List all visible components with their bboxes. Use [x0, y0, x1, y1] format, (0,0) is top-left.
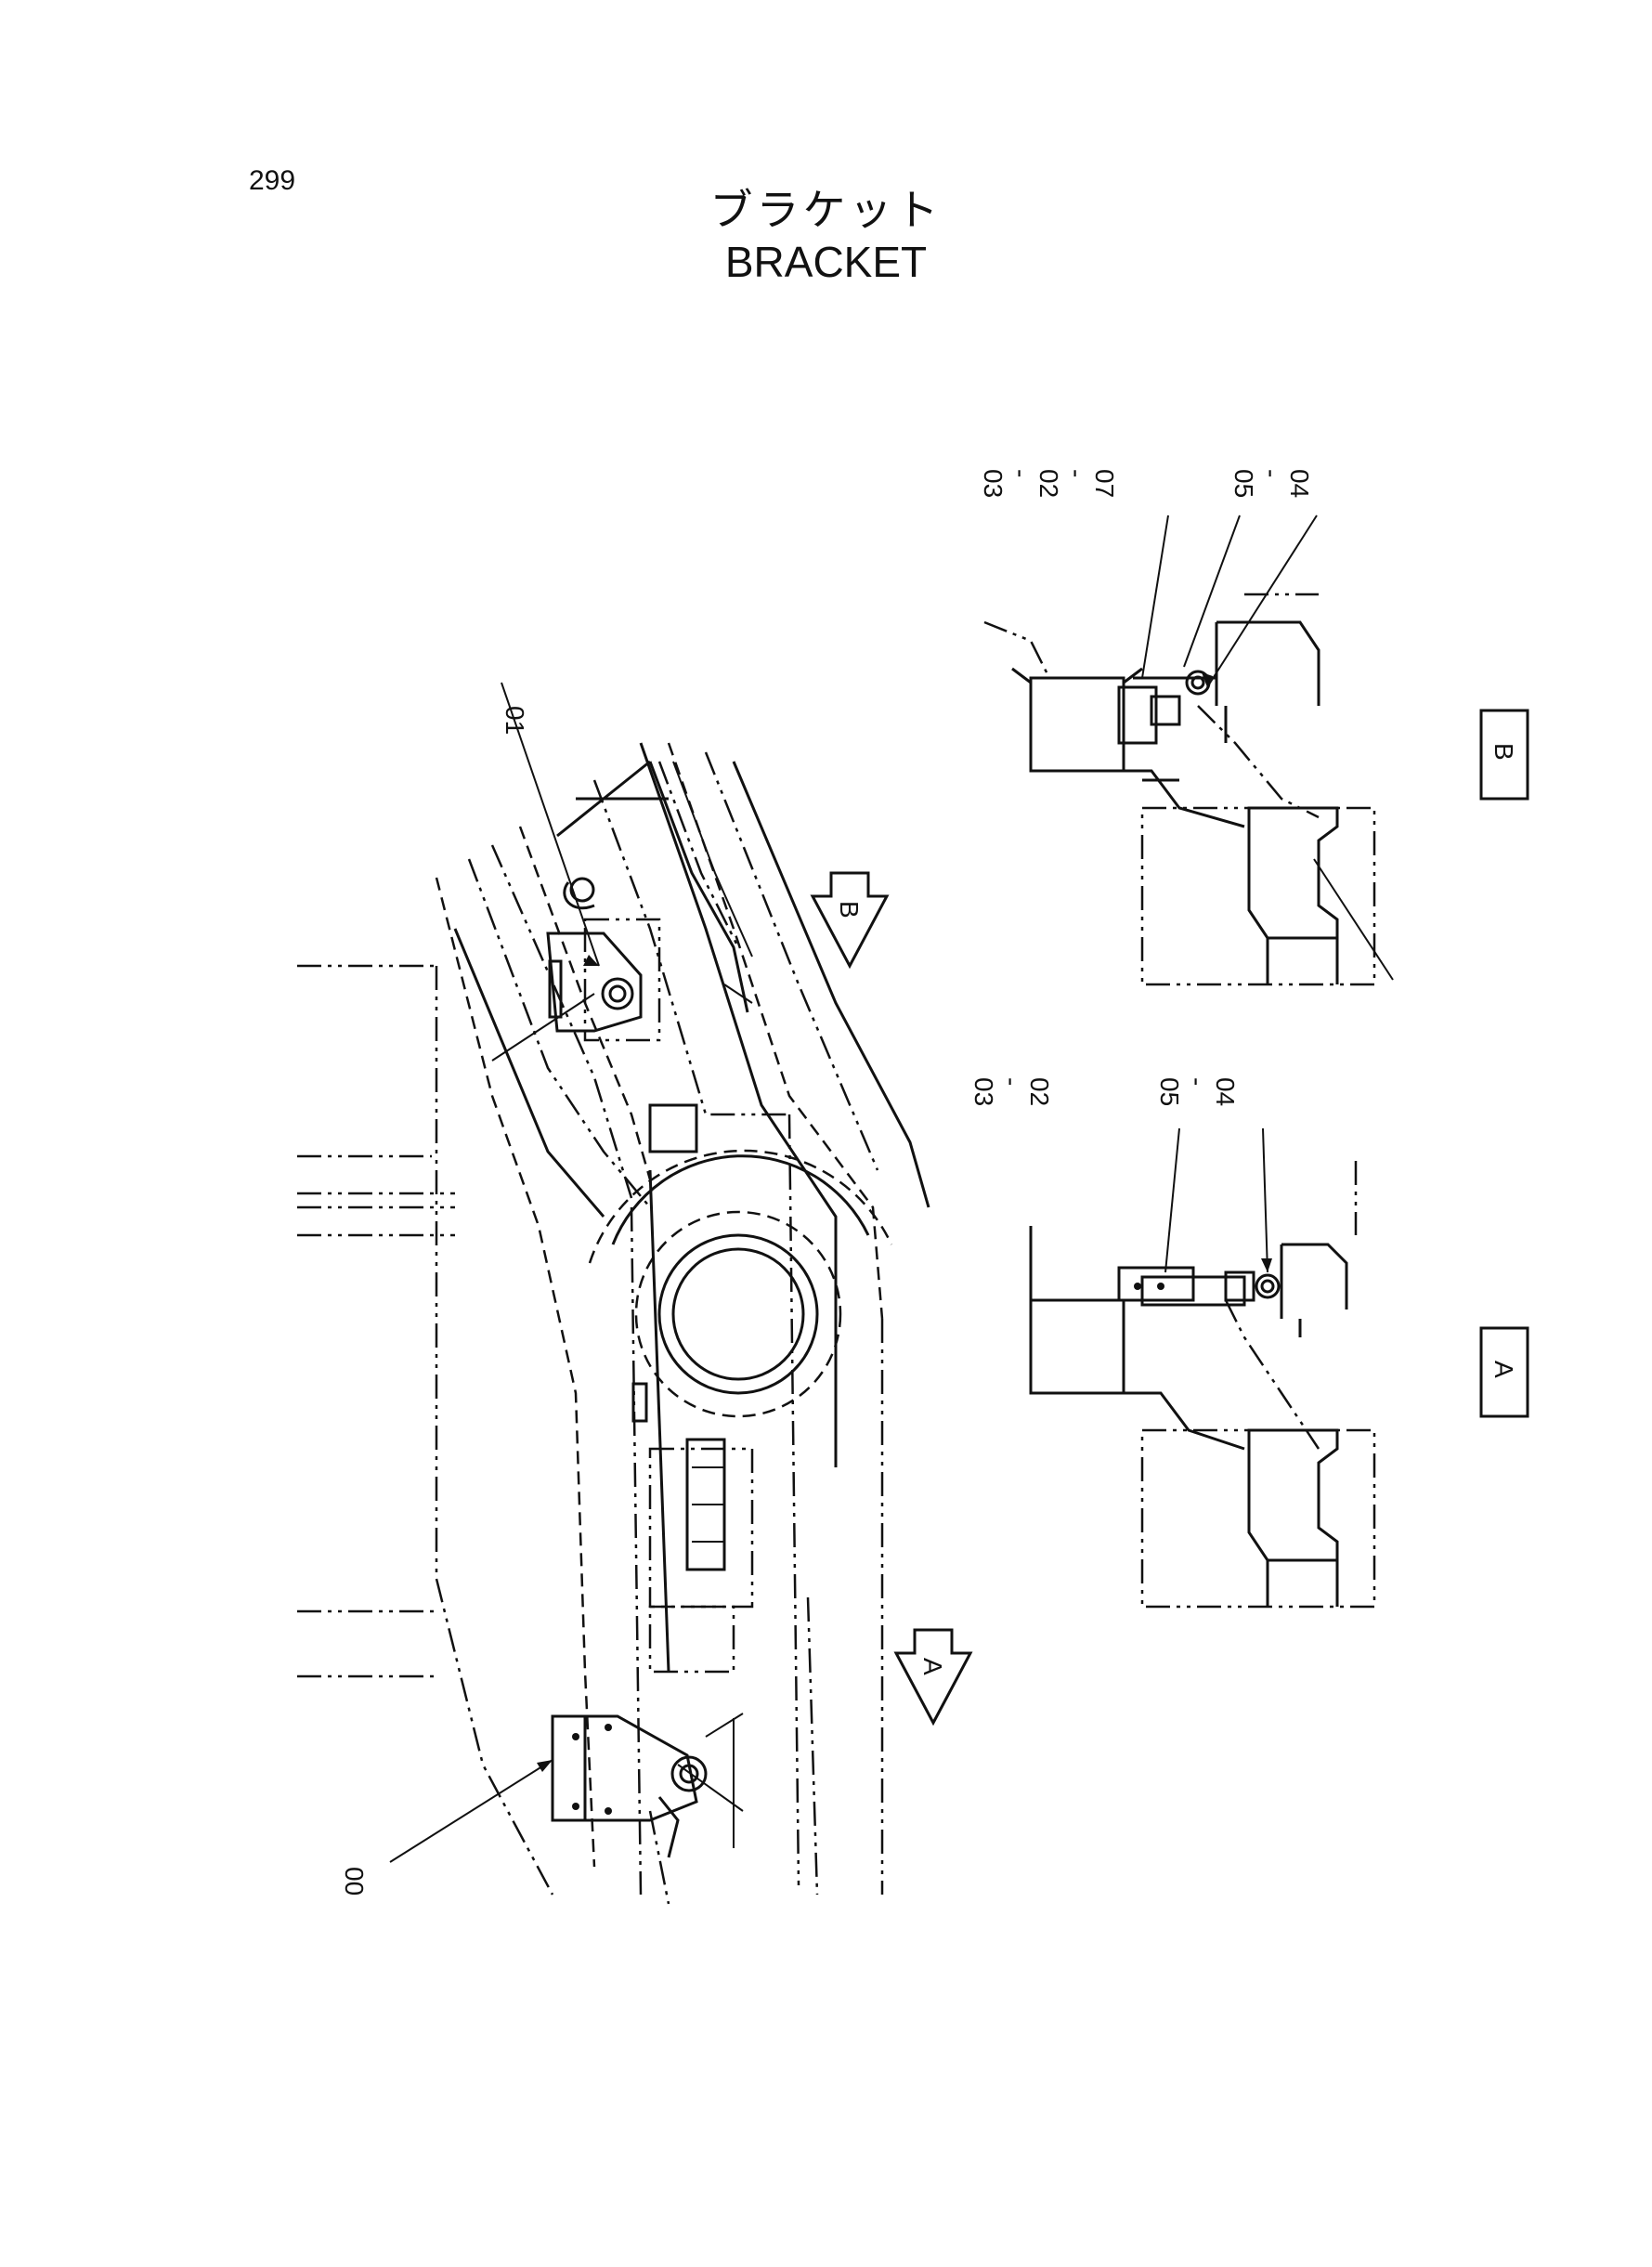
callout-view-b-parts-1: 07 - 02 - 03 [979, 469, 1119, 505]
view-a-label-box [1479, 1326, 1529, 1418]
callout-view-b-part-02: 02 [1034, 469, 1063, 498]
callout-view-b-part-07: 07 [1090, 469, 1119, 498]
callout-view-b-parts-2: 04 - 05 [1229, 469, 1314, 505]
callout-part-00: 00 [340, 1867, 369, 1896]
view-a-detail [1029, 1127, 1376, 1609]
view-b-detail [983, 515, 1394, 986]
callout-view-b-part-03: 03 [979, 469, 1008, 498]
view-arrow-a-label: A [918, 1658, 947, 1675]
callout-view-b-dash: - [1062, 469, 1091, 477]
callout-view-b-dash-2: - [1007, 469, 1035, 477]
page-number: 299 [249, 165, 296, 196]
callout-view-a-parts-1: 02 - 03 [969, 1077, 1054, 1114]
main-assembly-view [297, 682, 973, 1905]
view-arrow-b [810, 871, 890, 970]
page-title-english: BRACKET [724, 238, 928, 286]
page-title-japanese: ブラケット [709, 185, 943, 235]
callout-part-01: 01 [501, 706, 529, 735]
view-b-label-box [1479, 709, 1529, 801]
view-arrow-a [893, 1628, 973, 1726]
view-a-label: A [1489, 1361, 1518, 1378]
view-arrow-b-label: B [835, 901, 864, 919]
view-b-label: B [1489, 743, 1518, 761]
callout-view-a-parts-2: 04 - 05 [1155, 1077, 1240, 1114]
